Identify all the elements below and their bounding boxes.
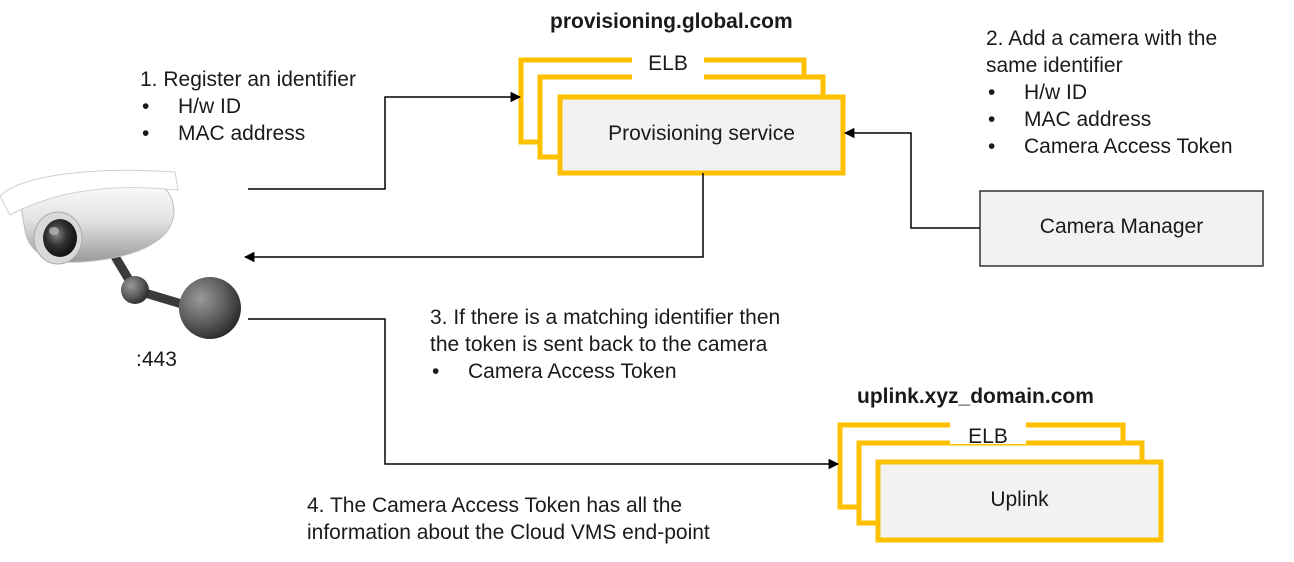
step2-bullet-1: H/w ID bbox=[1024, 81, 1087, 104]
uplink-domain-label: uplink.xyz_domain.com bbox=[857, 385, 1094, 408]
step1-bullet-mark-1: • bbox=[142, 95, 150, 118]
arrow-camera-to-provisioning bbox=[248, 91, 522, 190]
step2-bullet-mark-2: • bbox=[988, 108, 996, 131]
provisioning-stack bbox=[518, 50, 846, 176]
arrow-camera-to-uplink bbox=[248, 318, 840, 470]
step2-bullet-mark-1: • bbox=[988, 81, 996, 104]
step4-line2: information about the Cloud VMS end-poin… bbox=[307, 521, 710, 544]
step1-title: 1. Register an identifier bbox=[140, 68, 356, 91]
step1-bullet-2: MAC address bbox=[178, 122, 306, 145]
uplink-elb-label-bg bbox=[950, 414, 1026, 444]
arrow-manager-to-provisioning bbox=[843, 127, 980, 229]
provisioning-service-box[interactable] bbox=[557, 94, 846, 176]
uplink-stack bbox=[837, 414, 1164, 543]
step3-title-line1: 3. If there is a matching identifier the… bbox=[430, 306, 781, 329]
step3-bullet-mark-1: • bbox=[432, 360, 440, 383]
provisioning-domain-label: provisioning.global.com bbox=[550, 10, 793, 33]
uplink-service-box[interactable] bbox=[875, 459, 1164, 543]
step1-bullet-1: H/w ID bbox=[178, 95, 241, 118]
provisioning-elb-label-bg bbox=[632, 50, 704, 80]
uplink-elb-label: ELB bbox=[968, 425, 1008, 448]
step2-title-line2: same identifier bbox=[986, 54, 1123, 77]
uplink-service-label: Uplink bbox=[990, 488, 1049, 511]
arrow-provisioning-to-camera bbox=[243, 173, 704, 263]
camera-manager-box[interactable] bbox=[979, 190, 1264, 267]
security-camera-icon bbox=[0, 169, 241, 339]
provisioning-service-label: Provisioning service bbox=[608, 122, 795, 145]
step3-bullet-1: Camera Access Token bbox=[468, 360, 677, 383]
provisioning-elb-label: ELB bbox=[648, 52, 688, 75]
step2-bullet-2: MAC address bbox=[1024, 108, 1152, 131]
step2-bullet-mark-3: • bbox=[988, 135, 996, 158]
camera-port-label: :443 bbox=[136, 348, 177, 371]
step3-title-line2: the token is sent back to the camera bbox=[430, 333, 768, 356]
step2-bullet-3: Camera Access Token bbox=[1024, 135, 1233, 158]
step2-title-line1: 2. Add a camera with the bbox=[986, 27, 1218, 50]
step1-bullet-mark-2: • bbox=[142, 122, 150, 145]
camera-manager-label: Camera Manager bbox=[1039, 215, 1204, 238]
step4-line1: 4. The Camera Access Token has all the bbox=[307, 494, 683, 517]
